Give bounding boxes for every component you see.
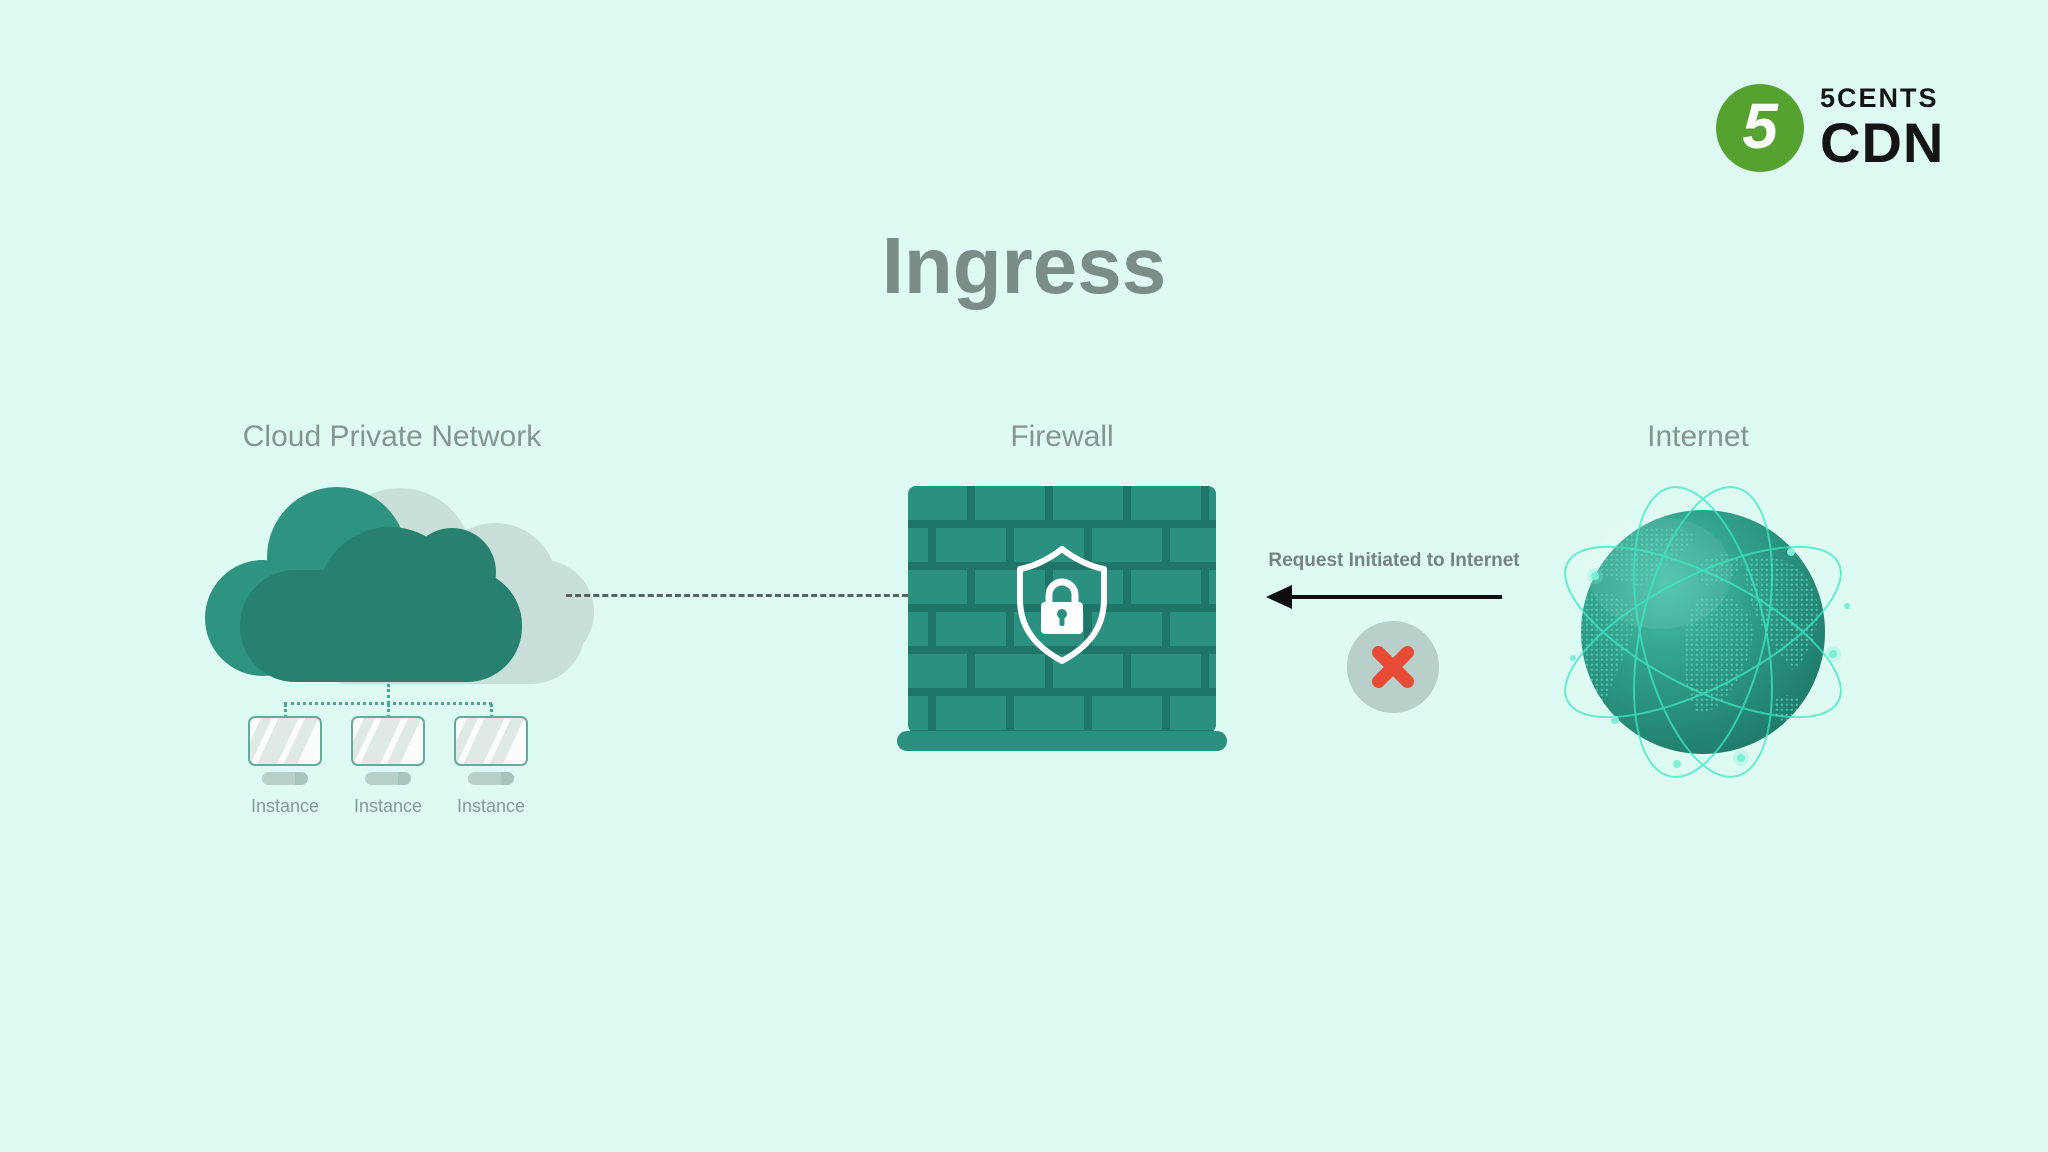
connector-stub-middle	[387, 704, 390, 718]
page-title: Ingress	[881, 221, 1167, 310]
brick-wall-icon	[897, 486, 1227, 751]
cloud-body	[205, 487, 522, 682]
monitor-icon	[454, 716, 528, 766]
instance-1: Instance	[233, 716, 337, 817]
monitor-stand	[365, 772, 411, 785]
instance-label: Instance	[250, 796, 320, 816]
logo-badge-icon: 5	[1716, 84, 1804, 172]
cloud-network-label: Cloud Private Network	[242, 420, 542, 453]
orbit-nodes	[1570, 548, 1850, 768]
blocked-circle	[1347, 621, 1439, 713]
firewall-base	[897, 731, 1227, 751]
firewall-label: Firewall	[1010, 420, 1114, 453]
monitor-stand	[262, 772, 308, 785]
connector-stub-left	[284, 704, 287, 718]
logo-badge-number: 5	[1742, 90, 1778, 162]
connector-stub-right	[490, 704, 493, 718]
internet-label: Internet	[1647, 420, 1749, 453]
instance-label: Instance	[353, 796, 423, 816]
globe-orbits	[1564, 486, 1842, 778]
monitor-icon	[248, 716, 322, 766]
connector-cloud-stub	[387, 684, 390, 704]
dashed-link	[566, 594, 908, 597]
request-arrow-label: Request Initiated to Internet	[1268, 550, 1520, 571]
instance-label: Instance	[456, 796, 526, 816]
logo-wordmark: 5CENTS CDN	[1820, 85, 1944, 171]
shield-lock-icon	[1017, 546, 1107, 664]
monitor-stand	[468, 772, 514, 785]
monitor-icon	[351, 716, 425, 766]
instance-2: Instance	[336, 716, 440, 817]
instance-3: Instance	[439, 716, 543, 817]
connector-horizontal	[284, 702, 492, 705]
arrow-head	[1266, 585, 1292, 609]
cloud-icon	[205, 487, 594, 684]
logo-name-top: 5CENTS	[1820, 83, 1939, 113]
logo-name-bottom: CDN	[1820, 111, 1945, 174]
globe-icon	[1564, 486, 1850, 778]
arrow-left-icon	[1290, 595, 1502, 599]
brand-logo: 5 5CENTS CDN	[1716, 84, 1944, 172]
